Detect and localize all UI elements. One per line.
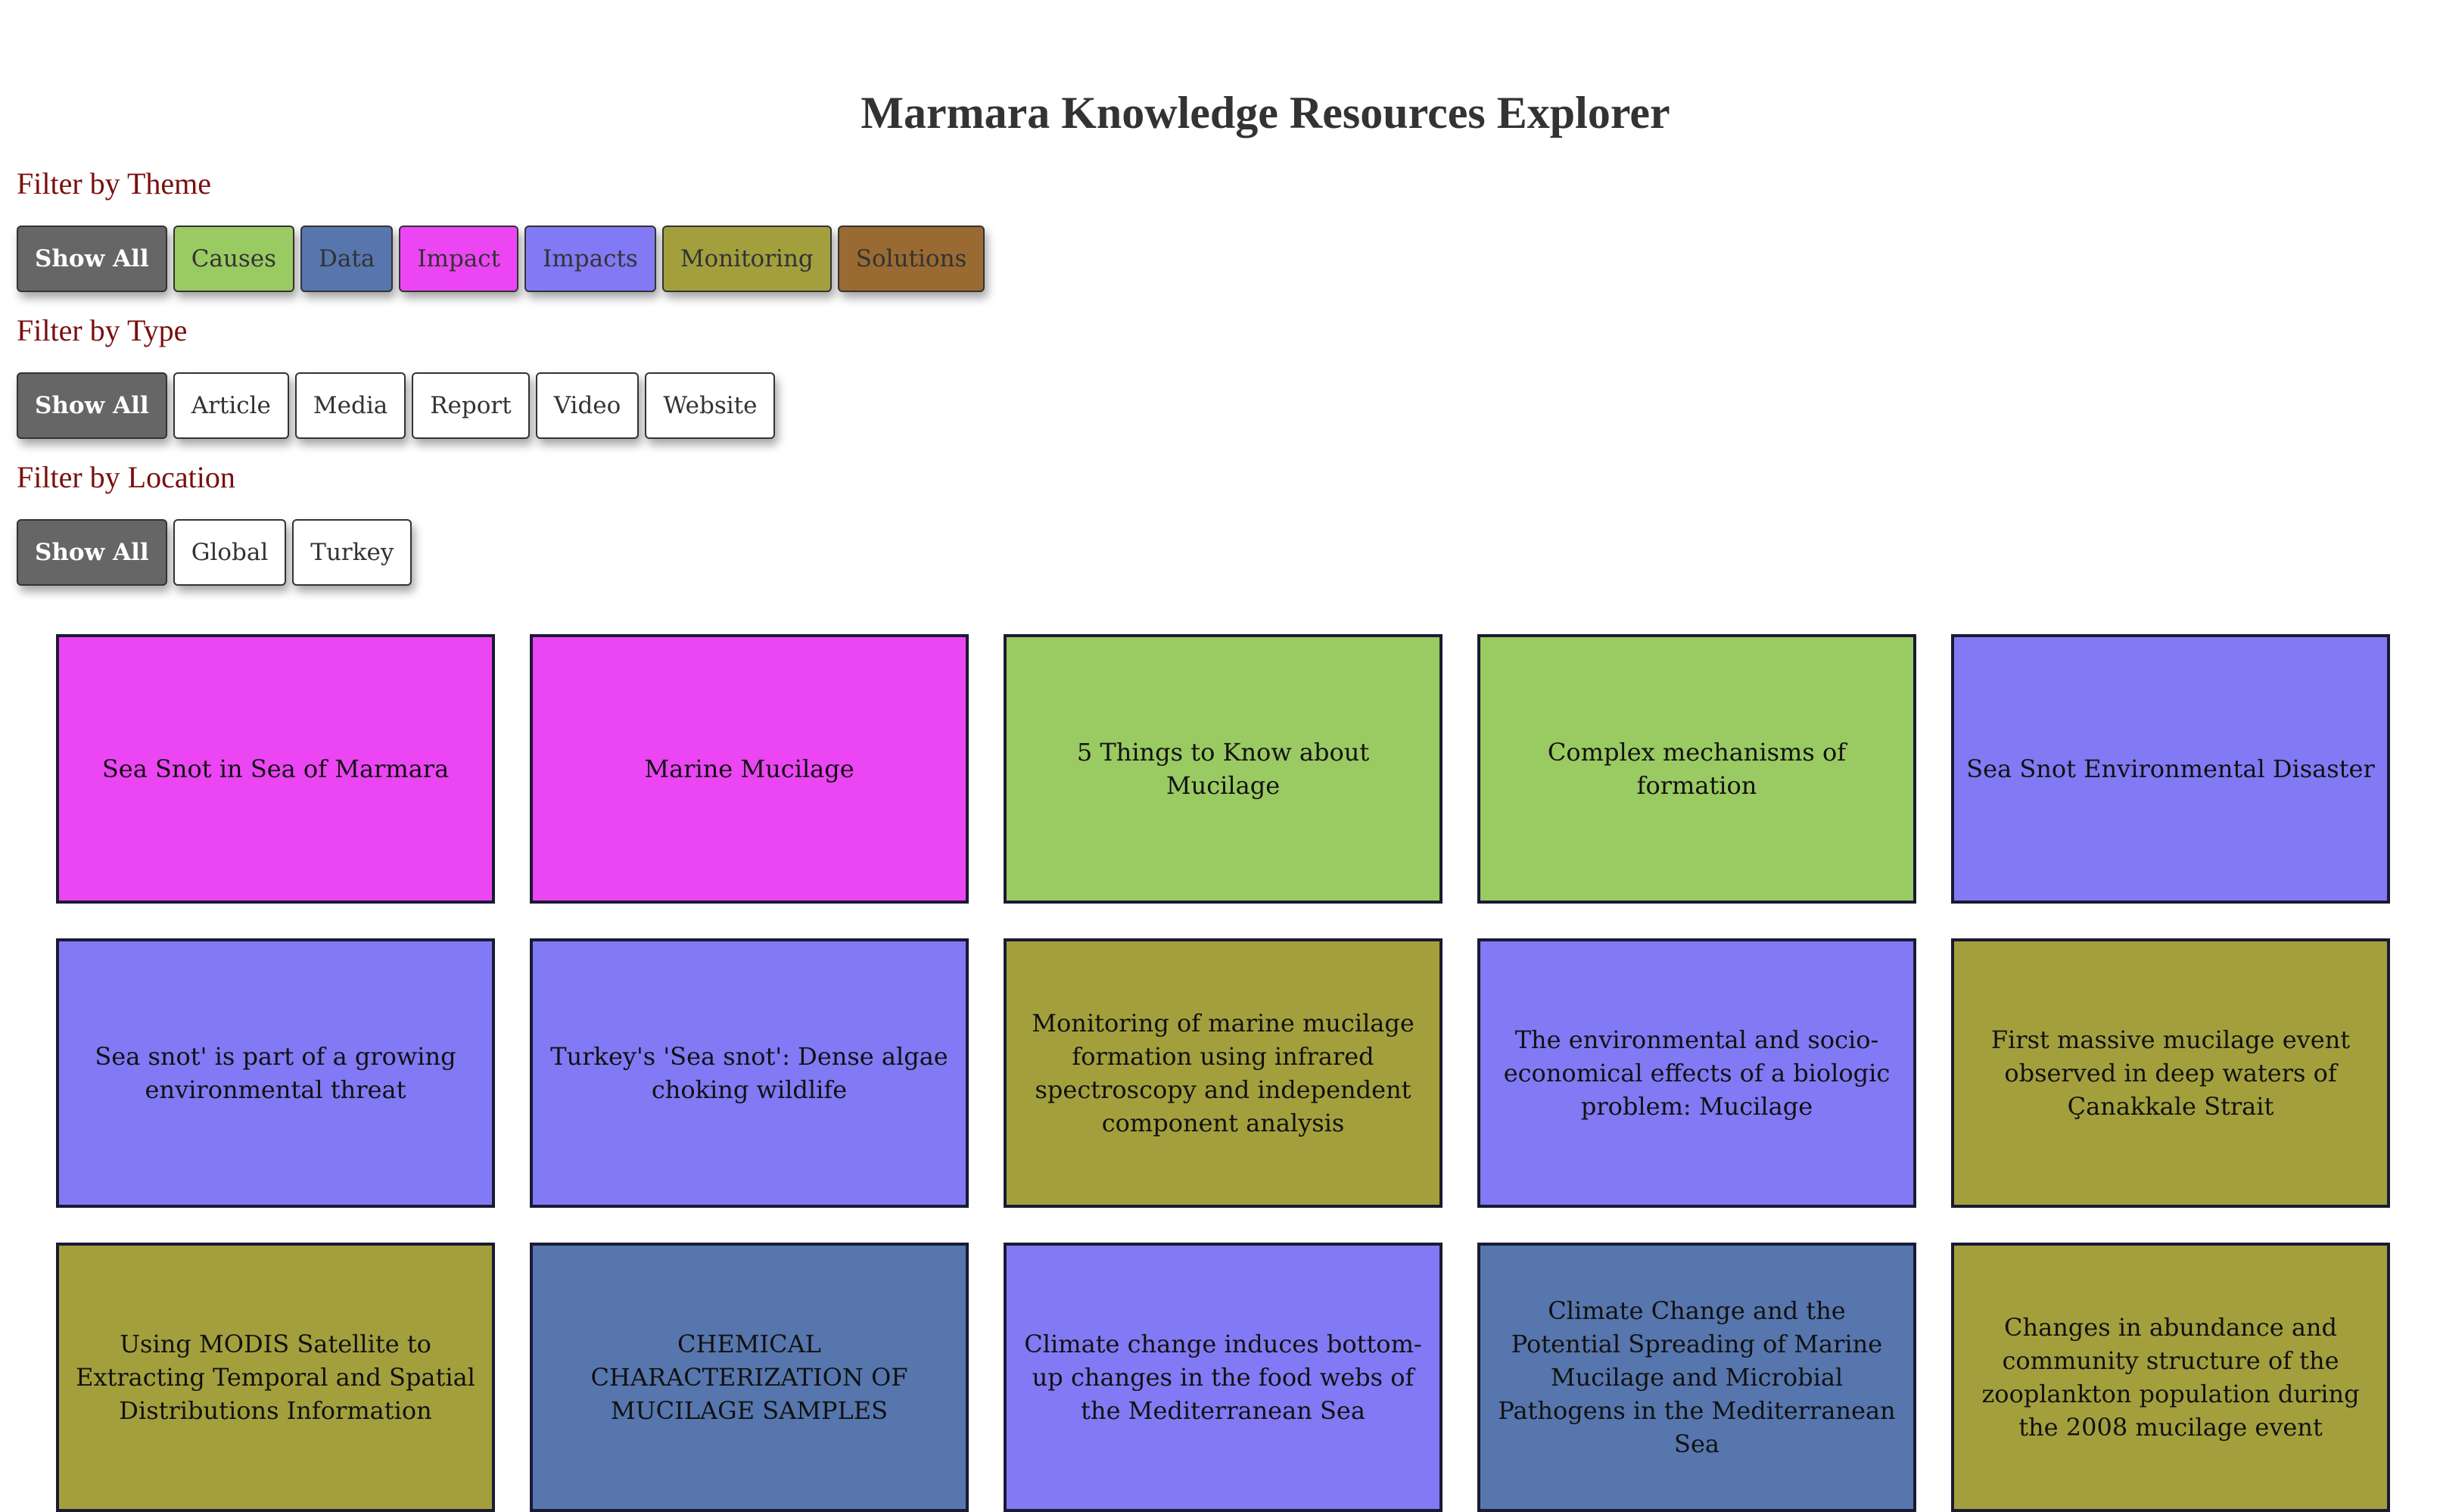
resource-card[interactable]: Sea Snot in Sea of Marmara: [56, 634, 495, 904]
resource-card[interactable]: Complex mechanisms of formation: [1477, 634, 1916, 904]
theme-filter-heading: Filter by Theme: [17, 166, 211, 201]
type-filter-video-button[interactable]: Video: [535, 372, 640, 439]
type-filter-group: Show All Article Media Report Video Webs…: [17, 372, 776, 439]
type-filter-article-button[interactable]: Article: [173, 372, 289, 439]
type-filter-media-button[interactable]: Media: [294, 372, 406, 439]
location-filter-show-all-button[interactable]: Show All: [17, 519, 167, 586]
theme-filter-show-all-button[interactable]: Show All: [17, 226, 167, 292]
location-filter-global-button[interactable]: Global: [173, 519, 287, 586]
theme-filter-causes-button[interactable]: Causes: [173, 226, 295, 292]
resource-card[interactable]: Climate change induces bottom-up changes…: [1004, 1243, 1443, 1512]
resource-card[interactable]: Turkey's 'Sea snot': Dense algae choking…: [530, 938, 969, 1208]
type-filter-show-all-button[interactable]: Show All: [17, 372, 167, 439]
type-filter-website-button[interactable]: Website: [645, 372, 776, 439]
theme-filter-solutions-button[interactable]: Solutions: [837, 226, 985, 292]
resource-card[interactable]: Marine Mucilage: [530, 634, 969, 904]
type-filter-report-button[interactable]: Report: [412, 372, 530, 439]
resource-card[interactable]: The environmental and socio-economical e…: [1477, 938, 1916, 1208]
location-filter-group: Show All Global Turkey: [17, 519, 412, 586]
theme-filter-impacts-button[interactable]: Impacts: [524, 226, 656, 292]
resource-card[interactable]: Monitoring of marine mucilage formation …: [1004, 938, 1443, 1208]
type-filter-heading: Filter by Type: [17, 313, 188, 347]
location-filter-heading: Filter by Location: [17, 460, 235, 494]
resource-card[interactable]: Using MODIS Satellite to Extracting Temp…: [56, 1243, 495, 1512]
location-filter-turkey-button[interactable]: Turkey: [292, 519, 412, 586]
theme-filter-monitoring-button[interactable]: Monitoring: [661, 226, 832, 292]
resource-card[interactable]: CHEMICAL CHARACTERIZATION OF MUCILAGE SA…: [530, 1243, 969, 1512]
resource-card[interactable]: 5 Things to Know about Mucilage: [1004, 634, 1443, 904]
theme-filter-impact-button[interactable]: Impact: [399, 226, 519, 292]
page-title: Marmara Knowledge Resources Explorer: [861, 88, 1670, 138]
theme-filter-data-button[interactable]: Data: [300, 226, 394, 292]
resource-card[interactable]: Changes in abundance and community struc…: [1951, 1243, 2390, 1512]
resource-card[interactable]: Climate Change and the Potential Spreadi…: [1477, 1243, 1916, 1512]
resource-card[interactable]: Sea Snot Environmental Disaster: [1951, 634, 2390, 904]
resource-card[interactable]: First massive mucilage event observed in…: [1951, 938, 2390, 1208]
resource-grid: Sea Snot in Sea of Marmara Marine Mucila…: [56, 634, 2390, 1512]
resource-card[interactable]: Sea snot' is part of a growing environme…: [56, 938, 495, 1208]
theme-filter-group: Show All Causes Data Impact Impacts Moni…: [17, 226, 985, 292]
